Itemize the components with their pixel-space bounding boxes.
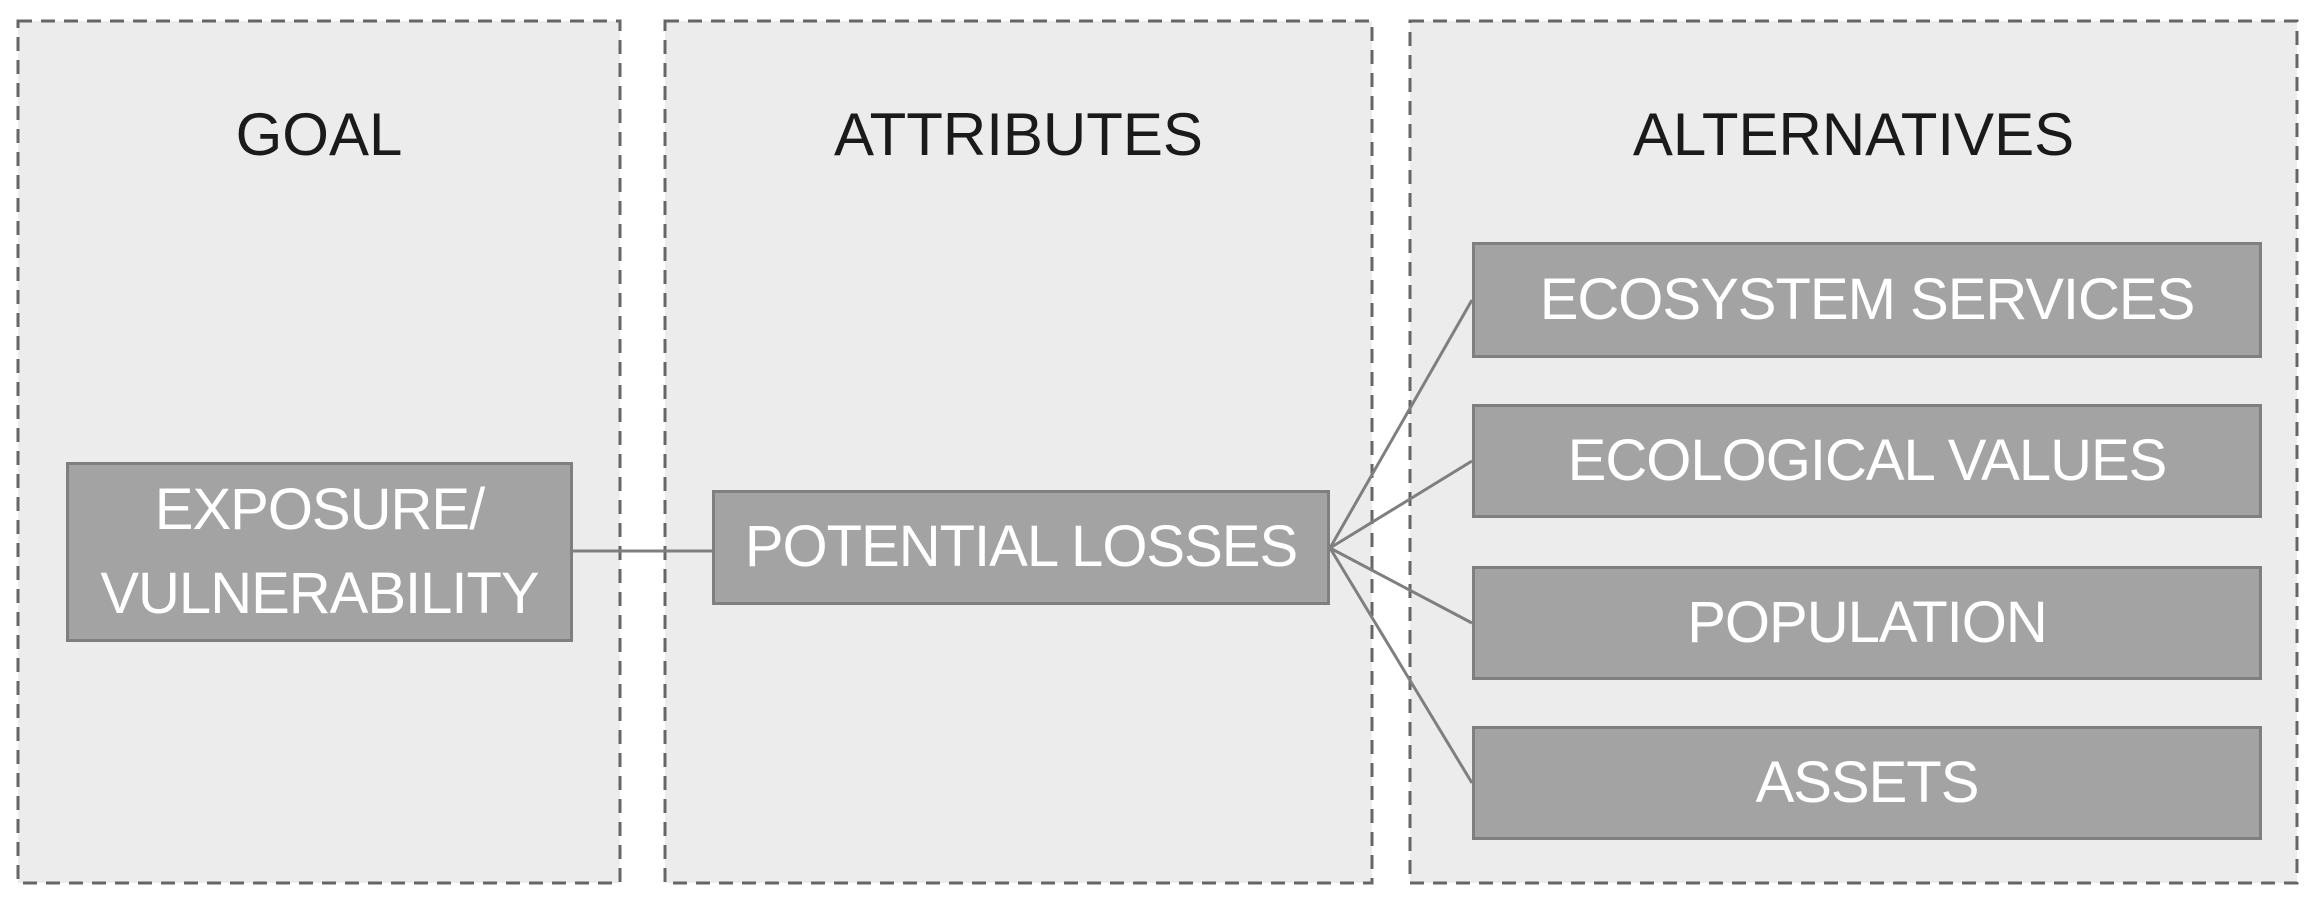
- alternatives-panel-title: ALTERNATIVES: [1632, 101, 2075, 168]
- connector-attributes-to-ecosystem-services: [1328, 299, 1474, 549]
- alternative-box-population: POPULATION: [1472, 566, 2262, 680]
- attributes-panel-outline: [663, 19, 1374, 885]
- alternative-box-assets: ASSETS: [1472, 726, 2262, 840]
- connector-attributes-to-population: [1329, 546, 1473, 625]
- goal-box-exposure-vulnerability: EXPOSURE/ VULNERABILITY: [66, 462, 573, 642]
- goal-panel-outline: [16, 19, 622, 885]
- connector-attributes-to-ecological-values: [1329, 459, 1473, 550]
- alternative-box-ecological-values: ECOLOGICAL VALUES: [1472, 404, 2262, 518]
- alternative-box-ecosystem-services: ECOSYSTEM SERVICES: [1472, 242, 2262, 358]
- attributes-box-potential-losses: POTENTIAL LOSSES: [712, 490, 1330, 605]
- attributes-panel-title: ATTRIBUTES: [834, 101, 1203, 168]
- goal-panel-title: GOAL: [235, 101, 403, 168]
- connector-attributes-to-assets: [1328, 547, 1474, 784]
